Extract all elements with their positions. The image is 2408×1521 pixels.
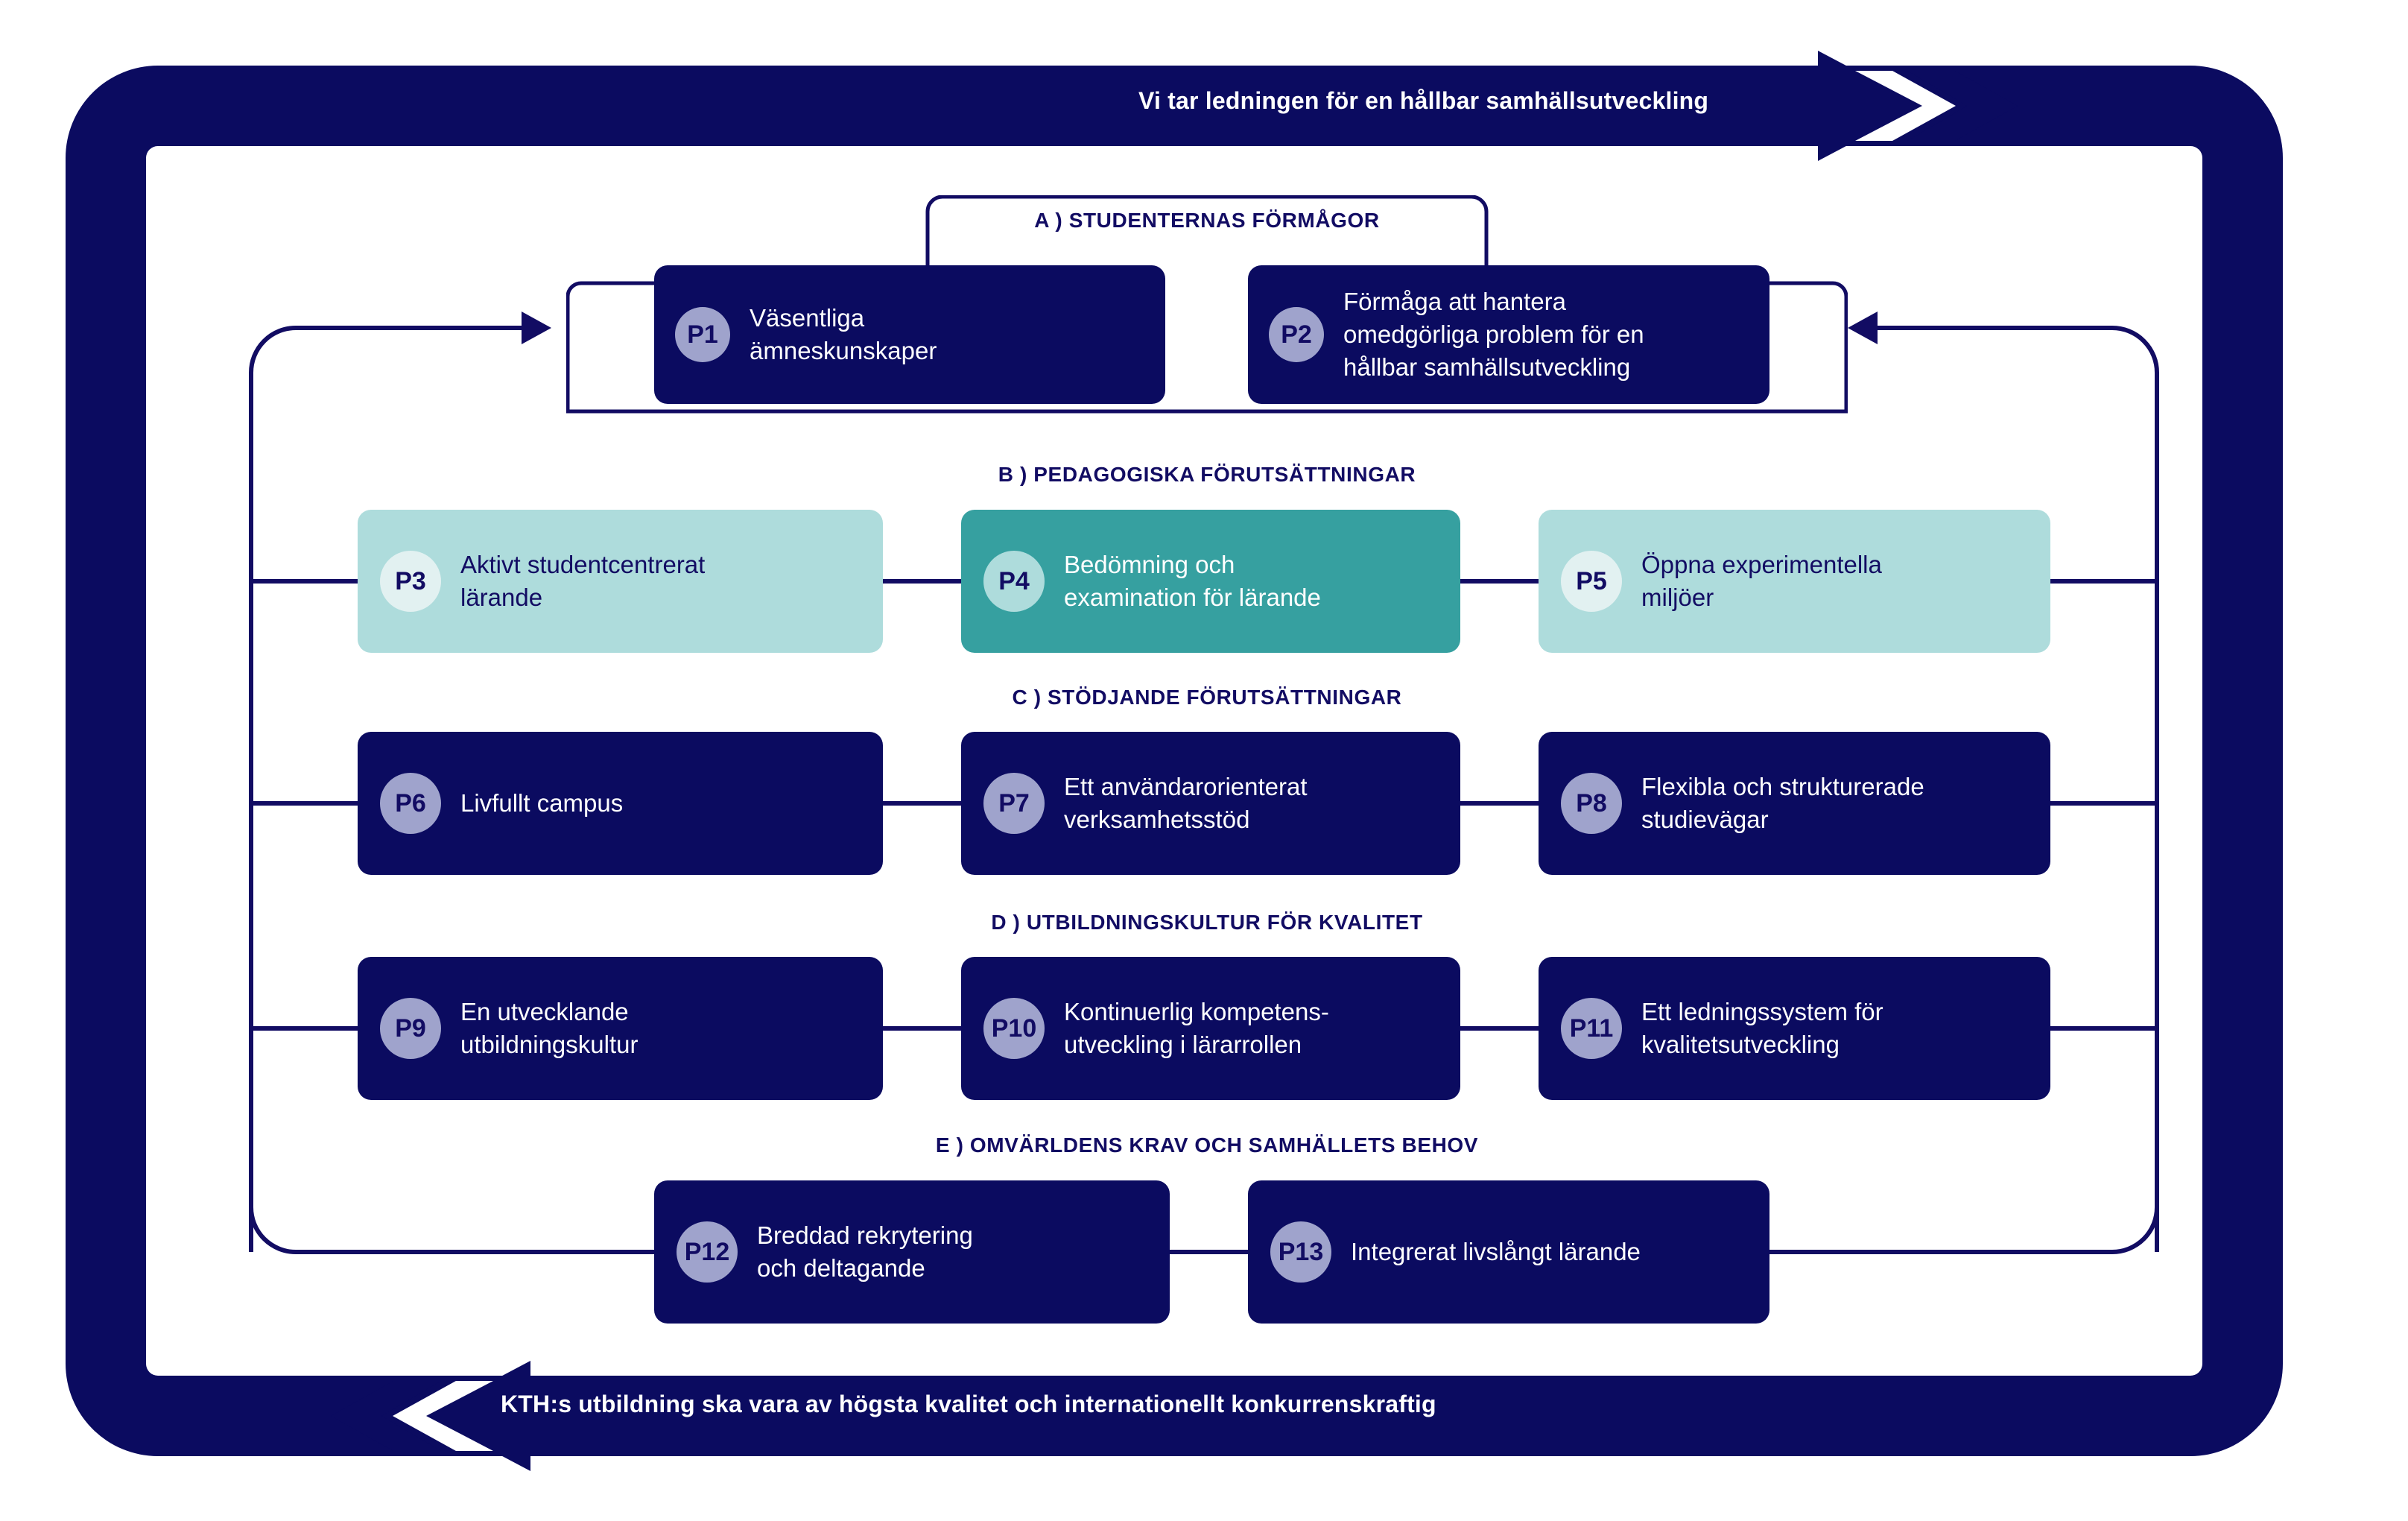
arrow-right-icon [522, 312, 551, 344]
bottom-banner-text: KTH:s utbildning ska vara av högsta kval… [501, 1391, 1436, 1417]
principle-code-badge: P7 [983, 773, 1045, 834]
principle-code-badge: P9 [380, 998, 441, 1059]
arrow-left-icon [1848, 312, 1878, 344]
principle-code-badge: P10 [983, 998, 1045, 1059]
principle-box-p13[interactable]: P13 Integrerat livslångt lärande [1248, 1180, 1769, 1324]
section-a-container [566, 195, 1848, 414]
principle-code-badge: P3 [380, 551, 441, 612]
principle-code-badge: P5 [1561, 551, 1622, 612]
principle-code-badge: P11 [1561, 998, 1622, 1059]
principle-code-badge: P12 [677, 1221, 738, 1283]
top-banner-text: Vi tar ledningen för en hållbar samhälls… [1138, 87, 1709, 114]
principle-code-badge: P6 [380, 773, 441, 834]
principle-box-p6[interactable]: P6 Livfullt campus [358, 732, 883, 875]
principle-box-p10[interactable]: P10 Kontinuerlig kompetens-utveckling i l… [961, 957, 1460, 1100]
principle-code-badge: P13 [1270, 1221, 1331, 1283]
section-label-b: B ) PEDAGOGISKA FÖRUTSÄTTNINGAR [998, 463, 1416, 486]
principle-code-badge: P4 [983, 551, 1045, 612]
principle-text: Livfullt campus [460, 789, 624, 818]
principle-text: Integrerat livslångt lärande [1351, 1238, 1641, 1266]
principle-text: Kontinuerlig kompetens-utveckling i lära… [1064, 998, 1329, 1058]
section-label-d: D ) UTBILDNINGSKULTUR FÖR KVALITET [991, 911, 1423, 934]
section-label-c: C ) STÖDJANDE FÖRUTSÄTTNINGAR [1012, 686, 1402, 709]
arrow-right-icon [1818, 51, 2018, 161]
principle-code-badge: P8 [1561, 773, 1622, 834]
principle-code-badge: P1 [675, 307, 730, 362]
section-label-e: E ) OMVÄRLDENS KRAV OCH SAMHÄLLETS BEHOV [935, 1133, 1479, 1157]
section-label-a: A ) STUDENTERNAS FÖRMÅGOR [1034, 209, 1380, 232]
principle-code-badge: P2 [1269, 307, 1324, 362]
